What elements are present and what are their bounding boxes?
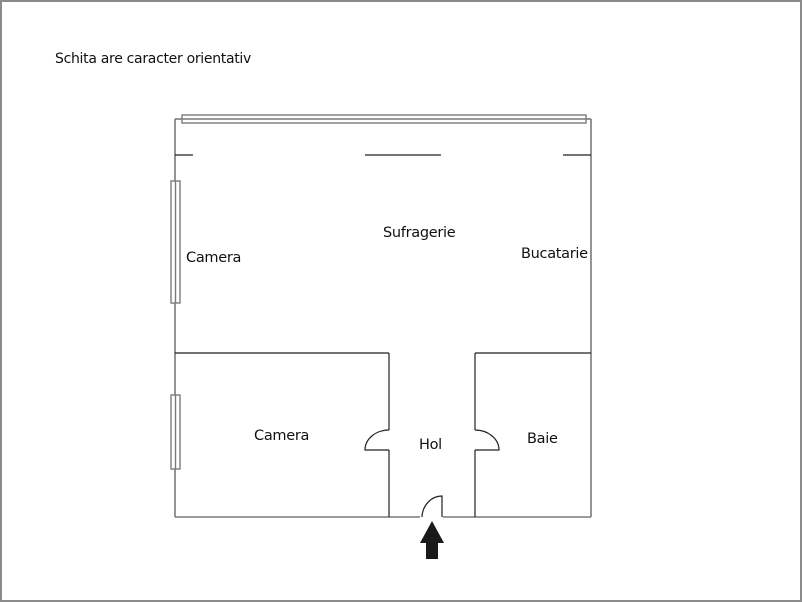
window-top	[181, 114, 587, 124]
room-label-bucatarie: Bucatarie	[521, 246, 588, 262]
arrow-up-icon	[420, 521, 444, 559]
door-entrance	[421, 495, 443, 518]
window-left-top	[170, 180, 181, 304]
door-camera	[364, 429, 390, 451]
room-label-camera-bottom: Camera	[254, 428, 309, 444]
room-label-hol: Hol	[419, 437, 442, 453]
outer-walls	[174, 118, 592, 518]
room-label-baie: Baie	[527, 431, 558, 447]
disclaimer-note: Schita are caracter orientativ	[55, 51, 252, 67]
door-baie	[474, 429, 500, 451]
room-label-camera-top: Camera	[186, 250, 241, 266]
room-label-sufragerie: Sufragerie	[383, 225, 456, 241]
interior-walls	[175, 352, 591, 517]
window-left-bottom	[170, 394, 181, 470]
